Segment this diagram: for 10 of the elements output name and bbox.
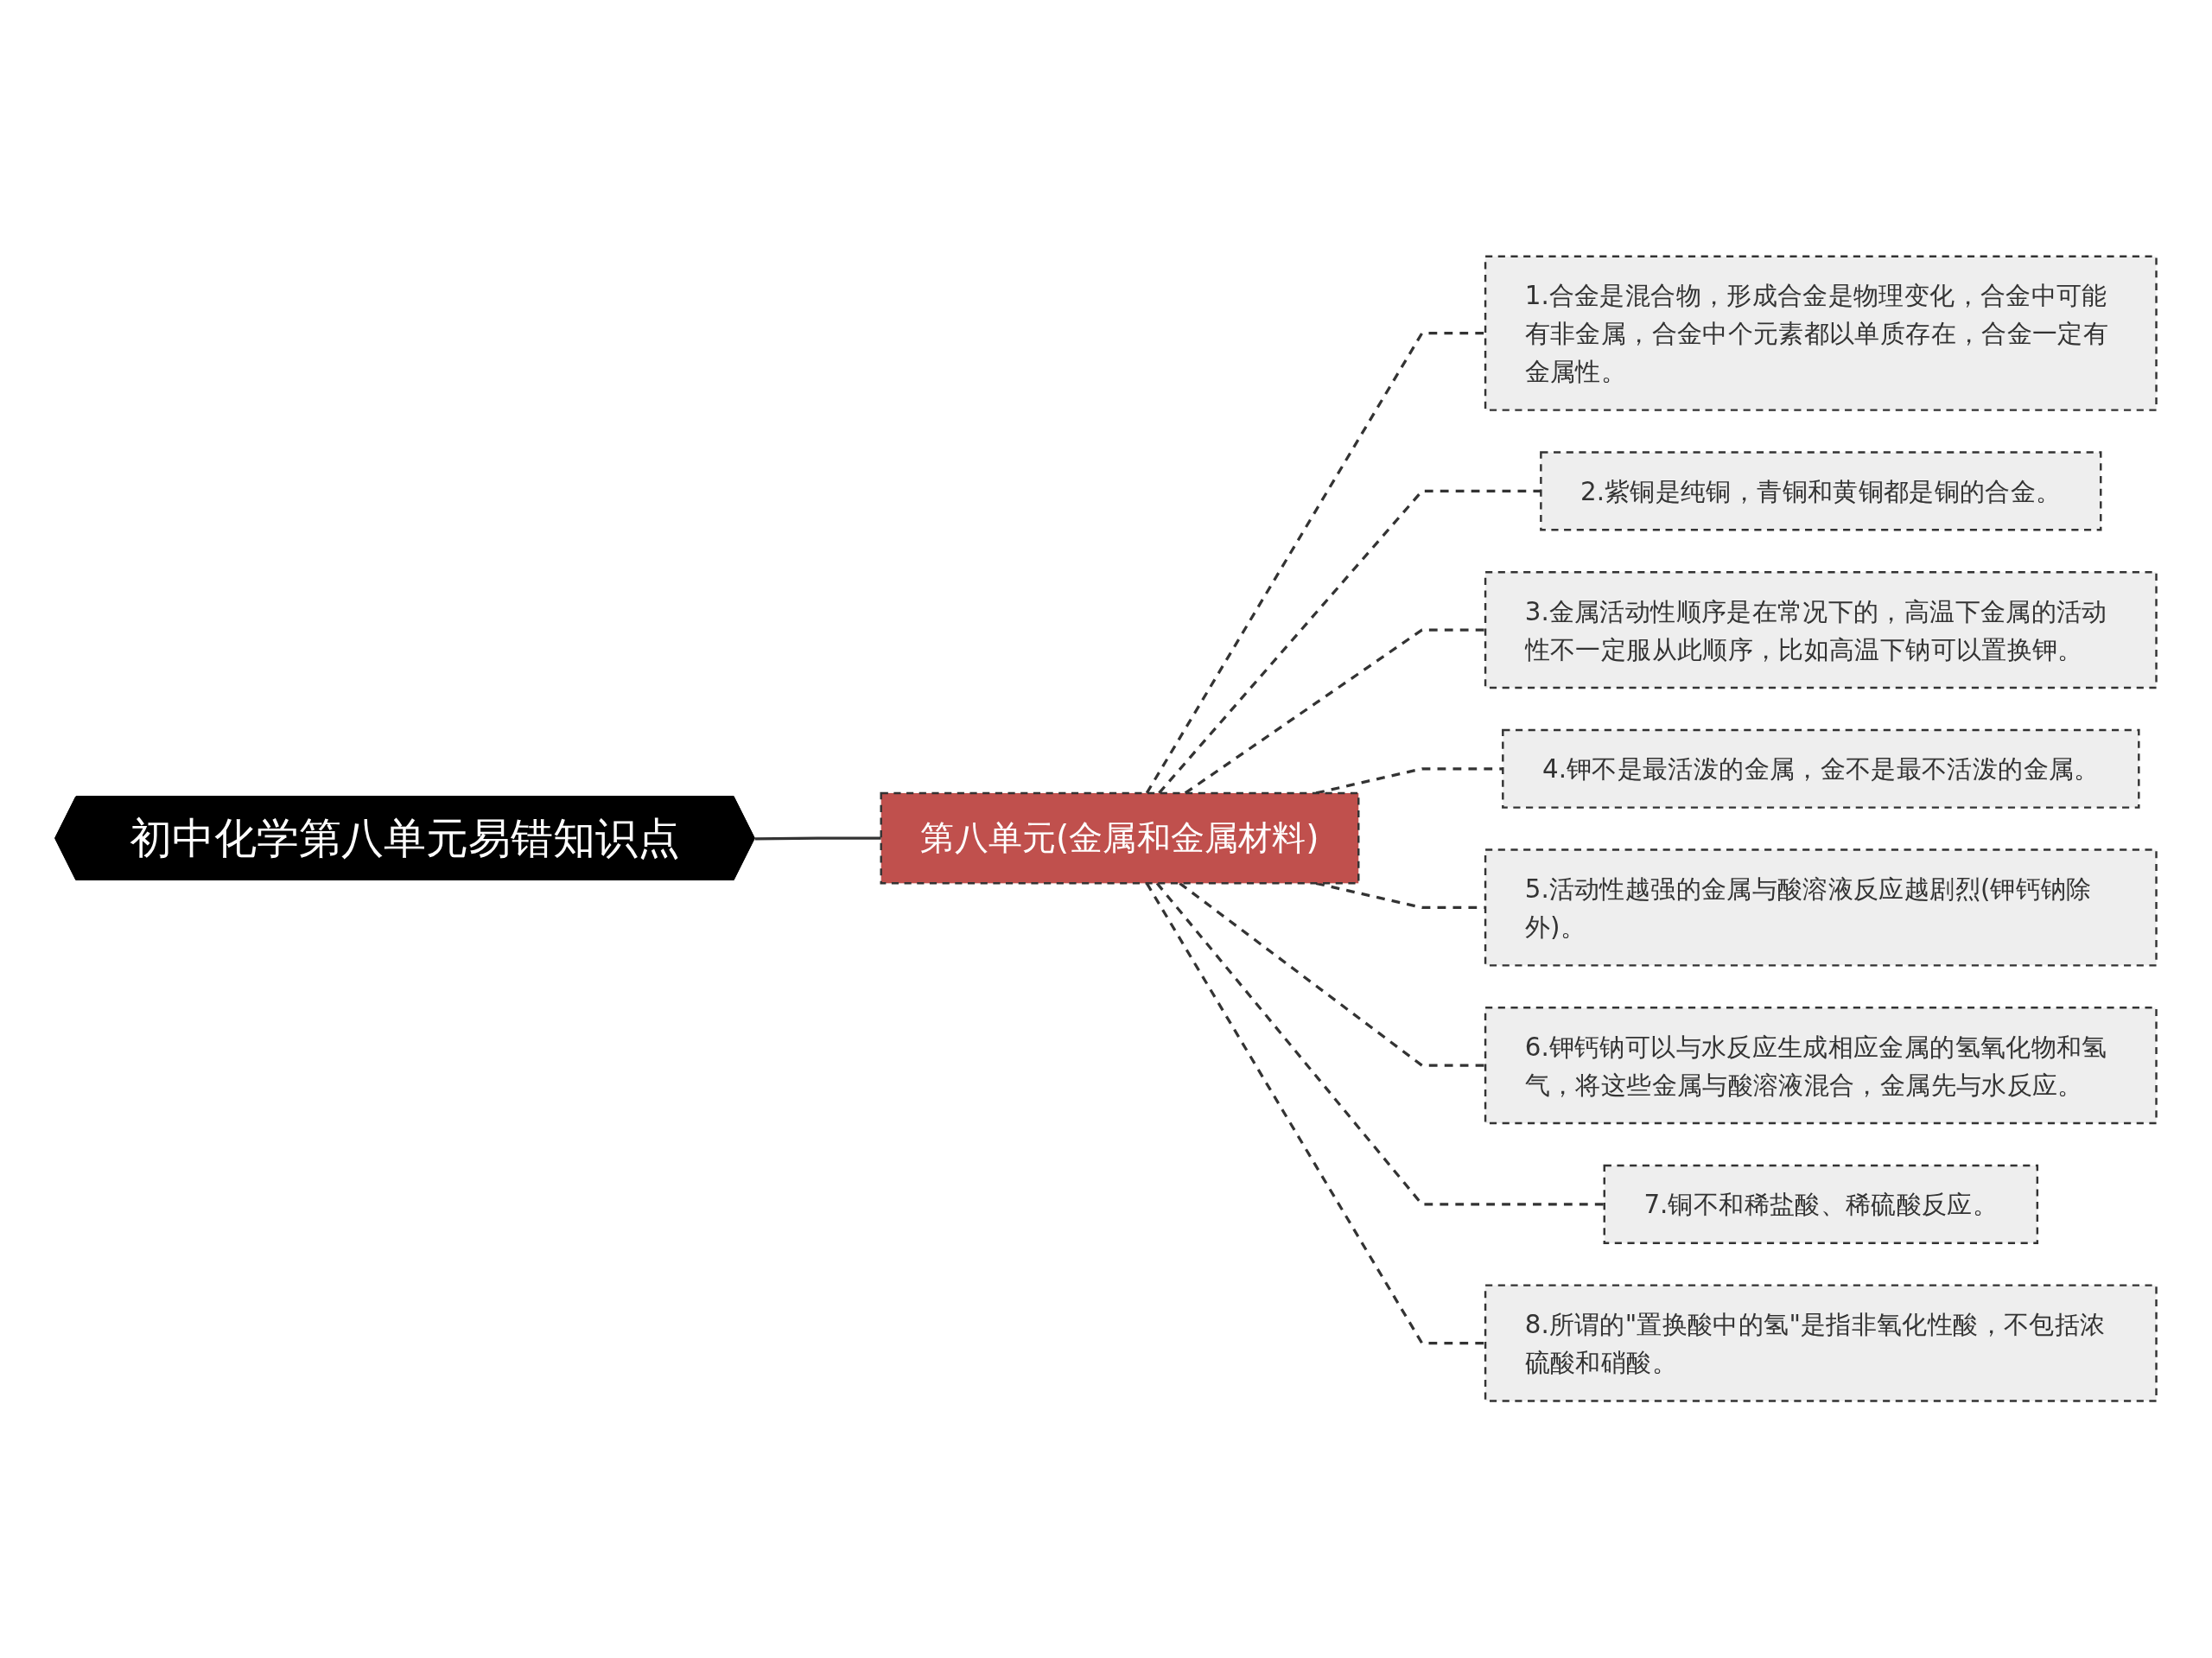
node-box: 3.金属活动性顺序是在常况下的，高温下金属的活动性不一定服从此顺序，比如高温下钠可以置换钾。 <box>1484 571 2158 689</box>
node-box: 6.钾钙钠可以与水反应生成相应金属的氢氧化物和氢气，将这些金属与酸溶液混合，金属先与水反应。 <box>1484 1007 2158 1125</box>
connector <box>754 836 881 841</box>
node-box: 2.紫铜是纯铜，青铜和黄铜都是铜的合金。 <box>1540 451 2102 531</box>
node-box: 1.合金是混合物，形成合金是物理变化，合金中可能有非金属，合金中个元素都以单质存在，合金一定有金属性。 <box>1484 255 2158 412</box>
node-box: 8.所谓的"置换酸中的氢"是指非氧化性酸，不包括浓硫酸和硝酸。 <box>1484 1284 2158 1402</box>
node-box: 第八单元(金属和金属材料) <box>880 792 1360 885</box>
node-box: 7.铜不和稀盐酸、稀硫酸反应。 <box>1603 1165 2039 1245</box>
node-box: 5.活动性越强的金属与酸溶液反应越剧烈(钾钙钠除外)。 <box>1484 848 2158 967</box>
node-box: 4.钾不是最活泼的金属，金不是最不活泼的金属。 <box>1502 729 2140 810</box>
